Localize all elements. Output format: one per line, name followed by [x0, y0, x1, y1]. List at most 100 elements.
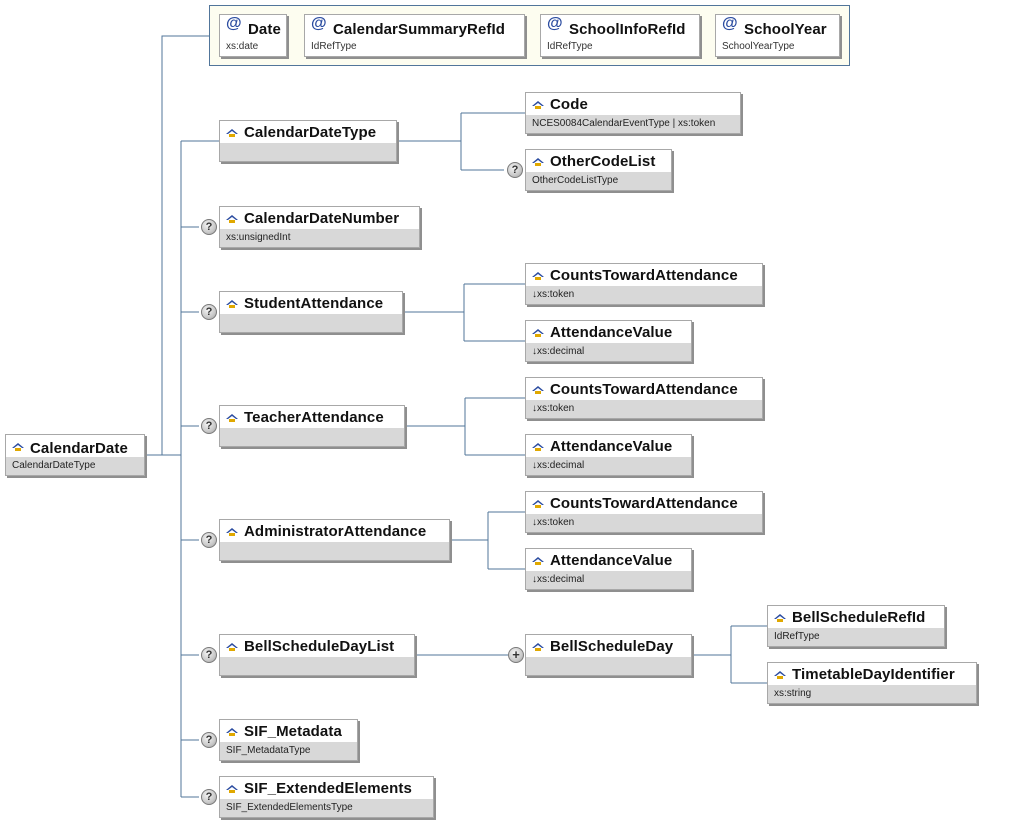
element-icon	[532, 329, 544, 337]
element-name: CalendarDateType	[244, 124, 377, 141]
element-teacher-attendance[interactable]: TeacherAttendance	[219, 405, 405, 447]
element-type	[220, 143, 396, 161]
attribute-type: SchoolYearType	[716, 38, 839, 56]
attribute-school-info-ref-id[interactable]: @ SchoolInfoRefId IdRefType	[540, 14, 700, 57]
optional-icon: ?	[201, 304, 217, 320]
element-bell-schedule-ref-id[interactable]: BellScheduleRefId IdRefType	[767, 605, 945, 647]
element-type: ↓xs:decimal	[526, 343, 691, 361]
element-type: ↓xs:decimal	[526, 571, 691, 589]
element-bell-schedule-day[interactable]: BellScheduleDay	[525, 634, 692, 676]
element-type	[220, 657, 414, 675]
attribute-name: CalendarSummaryRefId	[333, 21, 506, 38]
optional-icon: ?	[201, 418, 217, 434]
element-name: CountsTowardAttendance	[550, 267, 738, 284]
element-type: ↓xs:token	[526, 286, 762, 304]
attribute-calendar-summary-ref-id[interactable]: @ CalendarSummaryRefId IdRefType	[304, 14, 525, 57]
element-other-code-list[interactable]: OtherCodeList OtherCodeListType	[525, 149, 672, 191]
attribute-type: IdRefType	[541, 38, 699, 56]
element-sif-metadata[interactable]: SIF_Metadata SIF_MetadataType	[219, 719, 358, 761]
element-icon	[532, 101, 544, 109]
element-name: AttendanceValue	[550, 438, 673, 455]
element-student-attendance-value[interactable]: AttendanceValue ↓xs:decimal	[525, 320, 692, 362]
element-name: SIF_Metadata	[244, 723, 342, 740]
attribute-date[interactable]: @ Date xs:date	[219, 14, 287, 57]
element-name: CalendarDate	[30, 440, 128, 457]
element-icon	[226, 785, 238, 793]
attribute-icon: @	[547, 15, 563, 32]
element-icon	[532, 443, 544, 451]
element-icon	[532, 272, 544, 280]
attribute-icon: @	[226, 15, 242, 32]
element-timetable-day-identifier[interactable]: TimetableDayIdentifier xs:string	[767, 662, 977, 704]
element-type: CalendarDateType	[6, 457, 144, 475]
attribute-school-year[interactable]: @ SchoolYear SchoolYearType	[715, 14, 840, 57]
element-name: BellScheduleDay	[550, 638, 674, 655]
element-icon	[532, 500, 544, 508]
element-type	[220, 428, 404, 446]
optional-icon: ?	[507, 162, 523, 178]
element-icon	[12, 443, 24, 451]
element-name: BellScheduleDayList	[244, 638, 395, 655]
element-icon	[532, 643, 544, 651]
element-icon	[774, 671, 786, 679]
optional-icon: ?	[201, 532, 217, 548]
element-name: AdministratorAttendance	[244, 523, 427, 540]
element-icon	[226, 643, 238, 651]
element-name: OtherCodeList	[550, 153, 656, 170]
element-type	[526, 657, 691, 675]
attribute-type: xs:date	[220, 38, 286, 56]
element-name: AttendanceValue	[550, 324, 673, 341]
element-type: SIF_ExtendedElementsType	[220, 799, 433, 817]
element-student-attendance[interactable]: StudentAttendance	[219, 291, 403, 333]
element-name: TeacherAttendance	[244, 409, 384, 426]
element-bell-schedule-day-list[interactable]: BellScheduleDayList	[219, 634, 415, 676]
element-name: BellScheduleRefId	[792, 609, 926, 626]
element-type: ↓xs:token	[526, 514, 762, 532]
element-icon	[226, 414, 238, 422]
element-type	[220, 542, 449, 560]
optional-icon: ?	[201, 732, 217, 748]
optional-icon: ?	[201, 789, 217, 805]
element-icon	[532, 557, 544, 565]
element-icon	[226, 528, 238, 536]
attribute-icon: @	[722, 15, 738, 32]
element-type: xs:string	[768, 685, 976, 703]
element-name: CountsTowardAttendance	[550, 381, 738, 398]
element-icon	[532, 158, 544, 166]
element-name: StudentAttendance	[244, 295, 384, 312]
element-icon	[226, 215, 238, 223]
element-name: AttendanceValue	[550, 552, 673, 569]
attribute-type: IdRefType	[305, 38, 524, 56]
element-teacher-counts-toward-attendance[interactable]: CountsTowardAttendance ↓xs:token	[525, 377, 763, 419]
element-type: SIF_MetadataType	[220, 742, 357, 760]
element-icon	[226, 300, 238, 308]
element-sif-extended-elements[interactable]: SIF_ExtendedElements SIF_ExtendedElement…	[219, 776, 434, 818]
element-calendar-date-type[interactable]: CalendarDateType	[219, 120, 397, 162]
element-type: ↓xs:decimal	[526, 457, 691, 475]
repeatable-icon: +	[508, 647, 524, 663]
root-element-calendar-date[interactable]: CalendarDate CalendarDateType	[5, 434, 145, 476]
element-type: OtherCodeListType	[526, 172, 671, 190]
element-name: TimetableDayIdentifier	[792, 666, 955, 683]
element-type: IdRefType	[768, 628, 944, 646]
element-student-counts-toward-attendance[interactable]: CountsTowardAttendance ↓xs:token	[525, 263, 763, 305]
element-admin-counts-toward-attendance[interactable]: CountsTowardAttendance ↓xs:token	[525, 491, 763, 533]
attribute-name: SchoolInfoRefId	[569, 21, 686, 38]
optional-icon: ?	[201, 219, 217, 235]
element-teacher-attendance-value[interactable]: AttendanceValue ↓xs:decimal	[525, 434, 692, 476]
element-icon	[532, 386, 544, 394]
element-administrator-attendance[interactable]: AdministratorAttendance	[219, 519, 450, 561]
optional-icon: ?	[201, 647, 217, 663]
element-name: CountsTowardAttendance	[550, 495, 738, 512]
element-icon	[226, 129, 238, 137]
element-code[interactable]: Code NCES0084CalendarEventType | xs:toke…	[525, 92, 741, 134]
attribute-icon: @	[311, 15, 327, 32]
attribute-name: SchoolYear	[744, 21, 827, 38]
element-type: NCES0084CalendarEventType | xs:token	[526, 115, 740, 133]
element-admin-attendance-value[interactable]: AttendanceValue ↓xs:decimal	[525, 548, 692, 590]
element-icon	[774, 614, 786, 622]
element-type: ↓xs:token	[526, 400, 762, 418]
element-calendar-date-number[interactable]: CalendarDateNumber xs:unsignedInt	[219, 206, 420, 248]
element-name: SIF_ExtendedElements	[244, 780, 412, 797]
